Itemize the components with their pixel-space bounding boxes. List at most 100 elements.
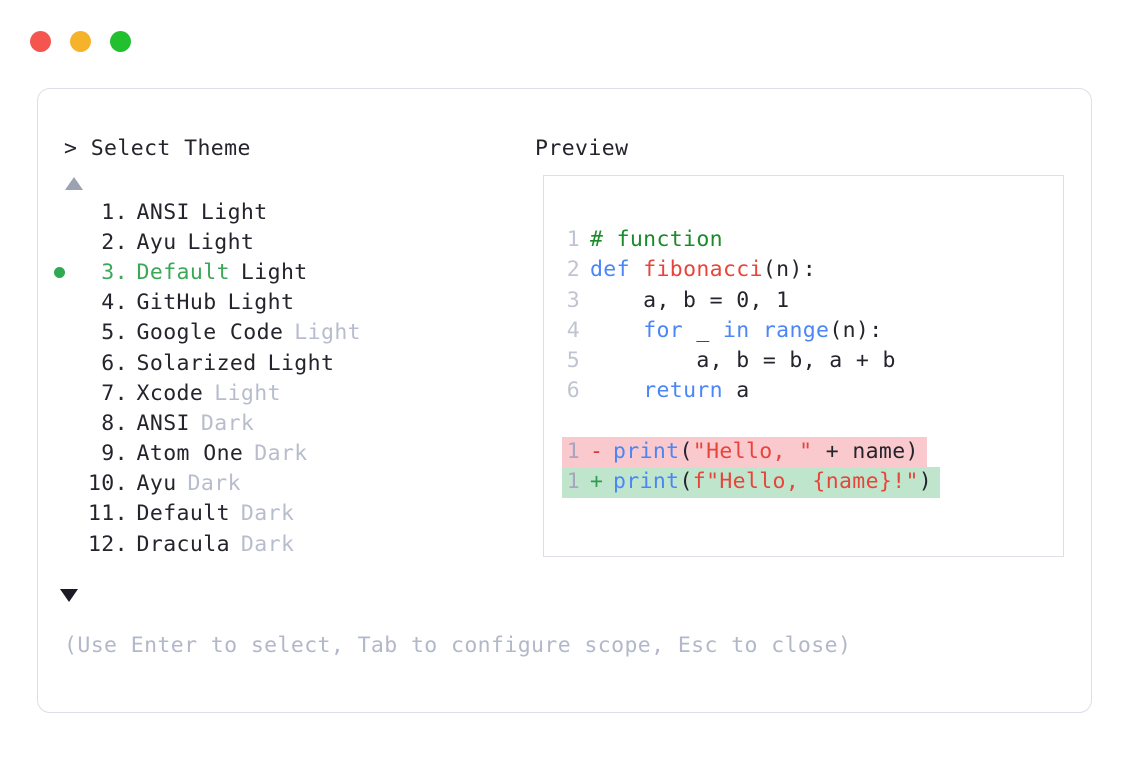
theme-item-variant: Dark [240,501,295,527]
theme-item-name: ANSI [136,410,190,436]
code-token: (n): [762,257,817,283]
code-token: return [643,378,723,404]
theme-list-item[interactable]: 10. Ayu Dark [38,469,508,499]
theme-item-name: GitHub [136,290,217,316]
code-line: 6 return a [562,376,940,406]
code-text: a, b = 0, 1 [590,286,789,316]
theme-item-number: 3. [101,259,128,285]
theme-item-variant: Dark [187,471,241,497]
code-token: _ [683,317,723,343]
close-button[interactable] [30,31,51,52]
theme-item-variant: Light [240,259,308,285]
code-token: ( [679,469,693,495]
code-token: range [762,317,830,343]
code-token: # function [590,227,723,252]
theme-item-name: Dracula [136,531,230,557]
code-line: 2 def fibonacci(n): [562,255,940,285]
theme-item-number: 11. [87,501,128,527]
theme-item-number: 12. [87,531,128,557]
theme-list-item[interactable]: 4. GitHub Light [38,288,508,318]
code-text: return a [590,376,750,406]
theme-item-variant: Light [267,350,335,376]
maximize-button[interactable] [110,31,131,52]
theme-item-name: Ayu [136,471,177,497]
diff-code-text: print("Hello, " + name) [613,437,927,467]
line-number: 3 [566,287,580,313]
code-token: "Hello, " [692,439,813,465]
code-line: 1 # function [562,225,940,255]
diff-sign: + [590,469,604,495]
line-number: 1 [566,439,580,465]
theme-item-variant: Dark [200,410,255,436]
theme-item-variant: Light [187,229,255,255]
theme-item-number: 8. [101,410,128,436]
theme-item-name: Default [136,501,230,527]
theme-list-item[interactable]: 8. ANSI Dark [38,408,508,438]
theme-item-number: 6. [101,350,128,376]
keyboard-hint: (Use Enter to select, Tab to configure s… [64,633,852,658]
code-line: 5 a, b = b, a + b [562,346,940,376]
code-text: # function [590,225,723,255]
line-number: 5 [566,348,580,374]
theme-item-variant: Light [200,199,268,225]
line-number: 1 [566,227,580,252]
code-token [750,318,763,343]
scroll-up-arrow-icon[interactable] [65,177,83,190]
line-number: 2 [566,257,580,283]
theme-item-name: Google Code [136,320,284,346]
selected-bullet-icon [53,266,65,278]
theme-item-name: ANSI [136,199,190,225]
selection-bullet-slot [38,266,80,278]
line-number: 6 [566,378,580,404]
theme-item-variant: Light [214,380,281,406]
select-theme-prompt: > Select Theme [64,136,251,161]
theme-item-variant: Light [294,320,362,346]
code-token: (n): [829,317,883,343]
theme-list-item[interactable]: 1. ANSI Light [38,197,508,227]
code-token [590,318,643,343]
minimize-button[interactable] [70,31,91,52]
code-text: def fibonacci(n): [590,255,816,285]
theme-item-variant: Dark [240,531,295,557]
theme-item-number: 4. [101,290,128,316]
code-line: 3 a, b = 0, 1 [562,286,940,316]
code-token: + name) [812,439,919,465]
code-token: ) [918,469,933,495]
code-token: f"Hello, {name}!" [692,469,919,495]
code-token: for [643,317,684,343]
theme-item-variant: Dark [254,441,308,467]
code-text: for _ in range(n): [590,316,883,346]
code-token: print [613,439,680,465]
diff-line-minus: 1-print("Hello, " + name) [562,437,927,468]
line-number: 1 [566,469,580,495]
theme-item-name: Atom One [136,441,244,467]
diff-code-text: print(f"Hello, {name}!") [613,467,940,497]
scroll-down-arrow-icon[interactable] [60,589,78,602]
code-token: ( [679,439,693,465]
code-token: def [590,257,644,283]
theme-list-item[interactable]: 3. Default Light [38,257,508,287]
code-token: fibonacci [643,257,763,283]
theme-list-item[interactable]: 12. Dracula Dark [38,529,508,559]
diff-line-plus: 1 + print(f"Hello, {name}!") [562,467,941,498]
theme-item-name: Default [136,259,230,285]
preview-label: Preview [535,136,629,161]
theme-item-number: 1. [101,199,128,225]
theme-list-item[interactable]: 11. Default Dark [38,499,508,529]
code-token: in [722,317,750,343]
theme-item-name: Xcode [136,380,204,406]
code-token: print [613,469,680,495]
theme-item-name: Solarized [136,350,257,376]
theme-item-number: 10. [87,471,128,497]
code-line: 4 for _ in range(n): [562,316,940,346]
theme-list-item[interactable]: 6. Solarized Light [38,348,508,378]
diff-block: 1-print("Hello, " + name)1+print(f"Hello… [562,437,941,498]
line-number: 4 [566,317,580,343]
theme-item-variant: Light [227,290,295,316]
